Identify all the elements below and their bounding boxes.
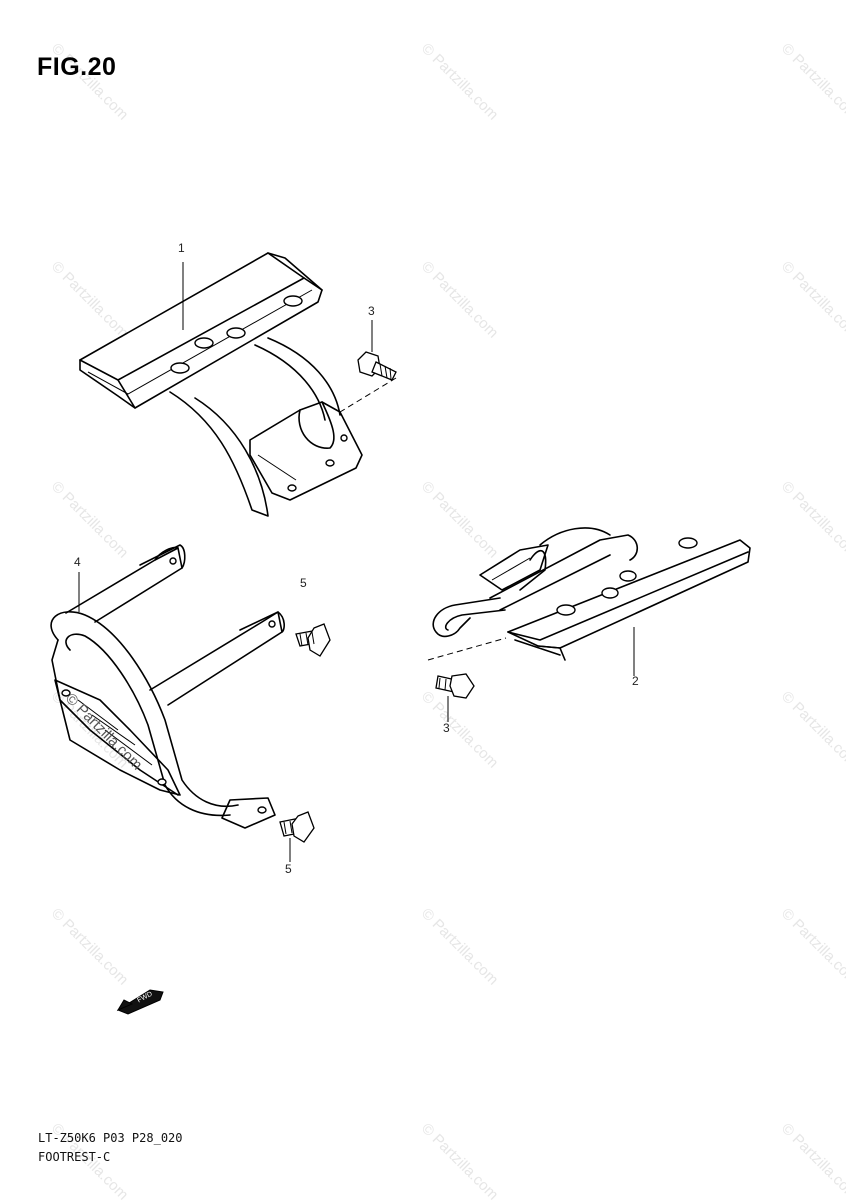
footrest-bracket-2[interactable] xyxy=(432,527,751,661)
figure-name: FOOTREST-C xyxy=(38,1150,111,1164)
bolt-3-top[interactable] xyxy=(357,351,397,381)
bolt-5-bottom[interactable] xyxy=(279,811,315,843)
callout-1: 1 xyxy=(178,241,185,255)
callout-4: 4 xyxy=(74,555,81,569)
callout-5-bottom: 5 xyxy=(285,862,292,876)
figure-title: FIG.20 xyxy=(37,53,117,81)
footrest-bracket-1[interactable] xyxy=(79,252,363,517)
foot-guard-4[interactable] xyxy=(50,544,285,829)
callout-3-bottom: 3 xyxy=(443,721,450,735)
bolt-5-top[interactable] xyxy=(295,623,331,657)
callout-3-top: 3 xyxy=(368,304,375,318)
callout-2: 2 xyxy=(632,674,639,688)
bolt-3-bottom[interactable] xyxy=(435,673,475,699)
callout-5-top: 5 xyxy=(300,576,307,590)
figure-code: LT-Z50K6 P03 P28_020 xyxy=(38,1131,183,1145)
forward-arrow-icon xyxy=(116,989,164,1015)
